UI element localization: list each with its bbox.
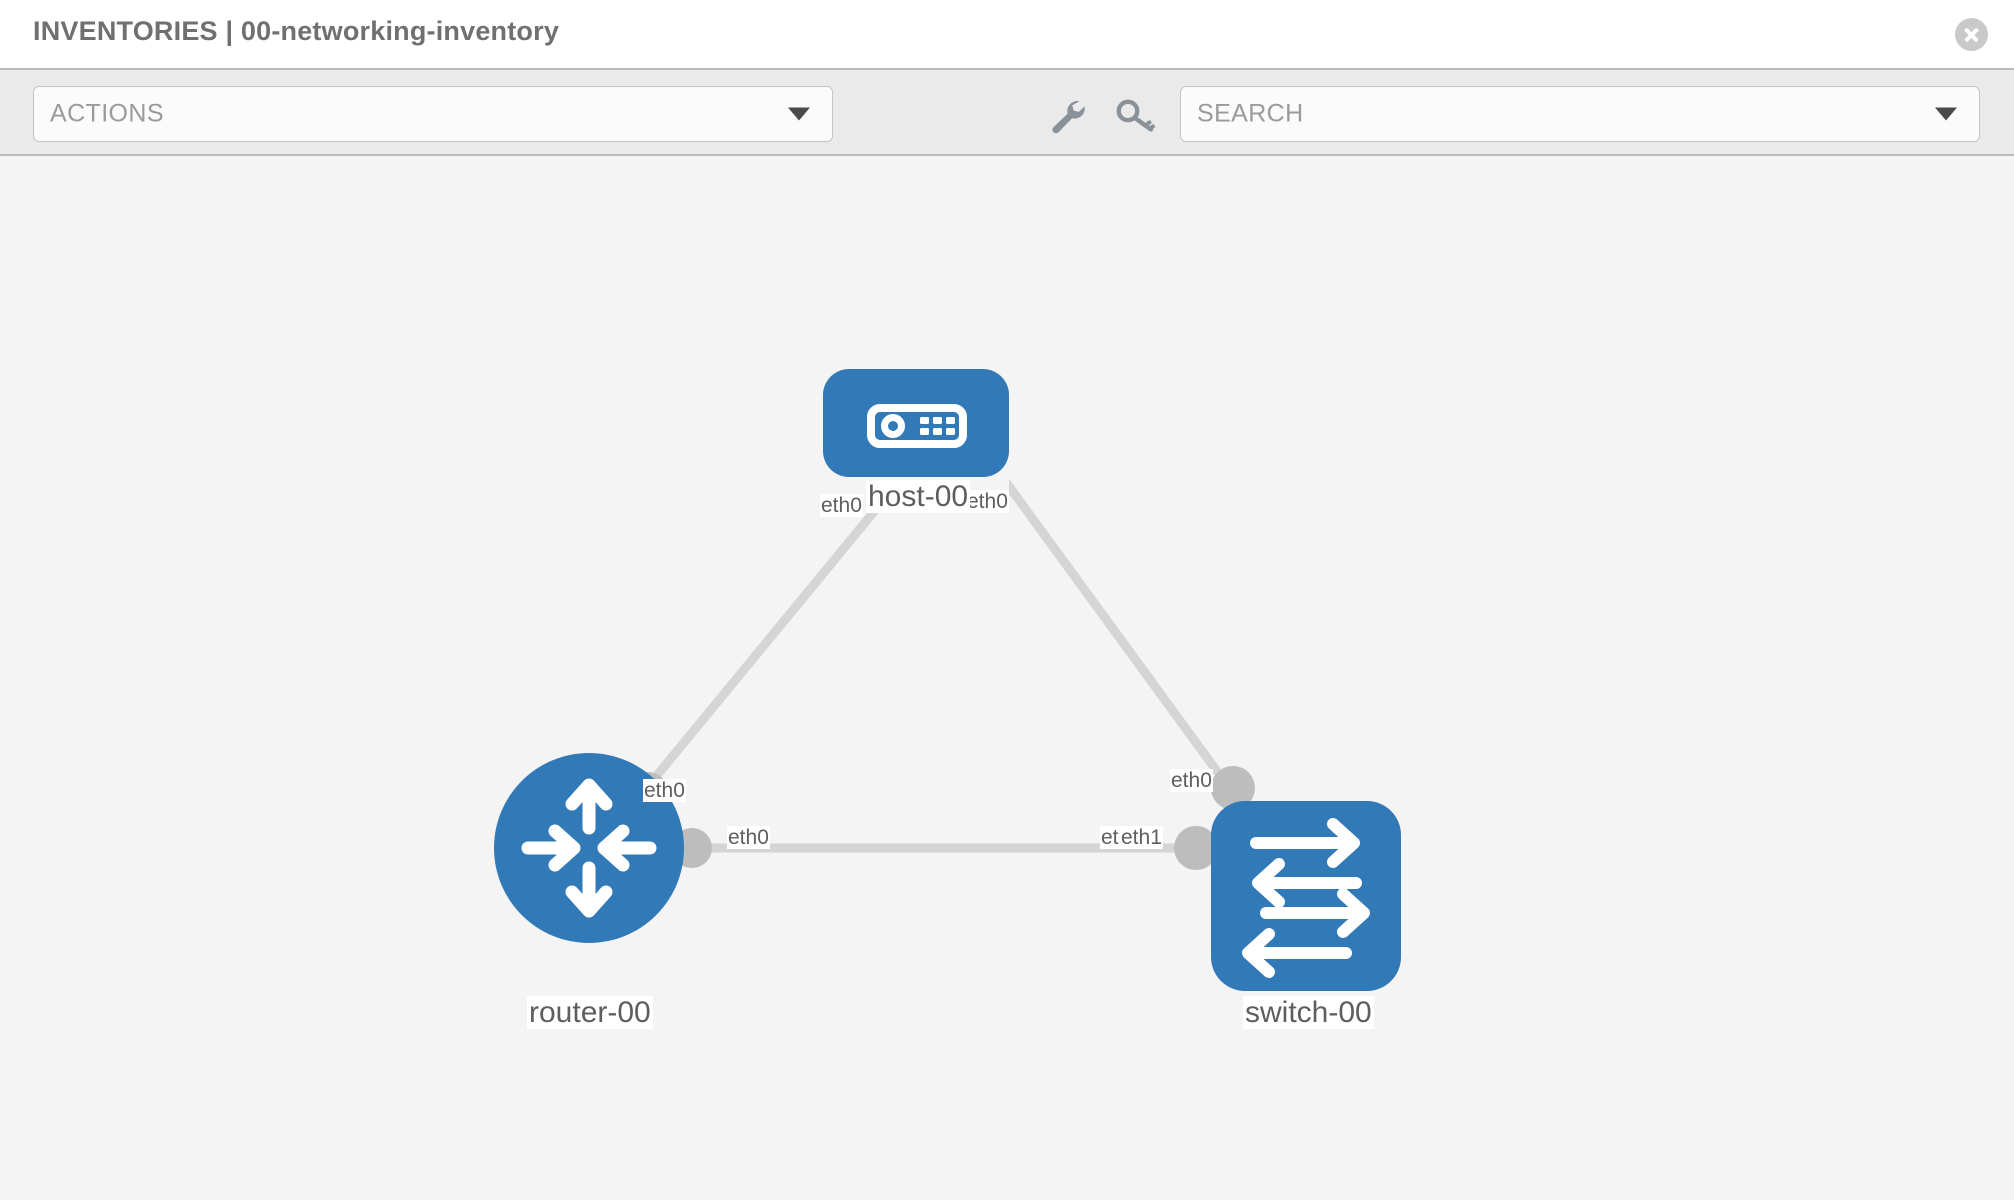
close-icon[interactable] (1955, 18, 1988, 51)
node-router-00-body (494, 753, 684, 943)
page-title: INVENTORIES | 00-networking-inventory (33, 16, 560, 46)
actions-dropdown[interactable]: ACTIONS (33, 86, 833, 142)
chevron-down-icon (1935, 107, 1957, 121)
port-label-switch-top: eth0 (1170, 769, 1213, 793)
router-icon (521, 778, 657, 918)
wrench-icon[interactable] (1046, 98, 1090, 134)
port-layer (628, 456, 1255, 870)
page-header: INVENTORIES | 00-networking-inventory (0, 0, 2014, 68)
node-switch-00 (1211, 801, 1401, 991)
node-host-00-body (823, 369, 1009, 477)
host-icon (867, 404, 967, 448)
node-router-00 (494, 753, 684, 943)
port-label-router-right: eth0 (727, 826, 770, 850)
switch-icon (1242, 818, 1370, 978)
link-host-switch (996, 471, 1239, 799)
toolbar: ACTIONS SEARCH (0, 68, 2014, 156)
link-layer (636, 471, 1239, 853)
actions-dropdown-label: ACTIONS (50, 99, 164, 128)
chevron-down-icon (788, 107, 810, 121)
node-label-switch-00: switch-00 (1243, 996, 1374, 1029)
port-label-host-right: eth0 (966, 490, 1009, 514)
port-label-router-top: eth0 (643, 779, 686, 803)
topology-canvas[interactable]: eth0 eth0 host-00 eth0 eth0 eth0 eth0 et… (0, 156, 2014, 1200)
node-label-host-00: host-00 (866, 480, 971, 513)
search-input-value: SEARCH (1197, 99, 1304, 128)
node-label-router-00: router-00 (527, 996, 653, 1029)
search-input[interactable]: SEARCH (1180, 86, 1980, 142)
key-icon[interactable] (1114, 98, 1158, 134)
port-switch-eth0-top (1211, 766, 1255, 810)
port-label-host-left: eth0 (820, 494, 863, 518)
node-switch-00-body (1211, 801, 1401, 991)
port-label-switch-left: eth1 (1120, 826, 1163, 850)
link-host-router (636, 471, 909, 799)
port-switch-eth1-left (1174, 826, 1218, 870)
topology-graph (494, 369, 1401, 991)
node-host-00 (823, 369, 1009, 491)
